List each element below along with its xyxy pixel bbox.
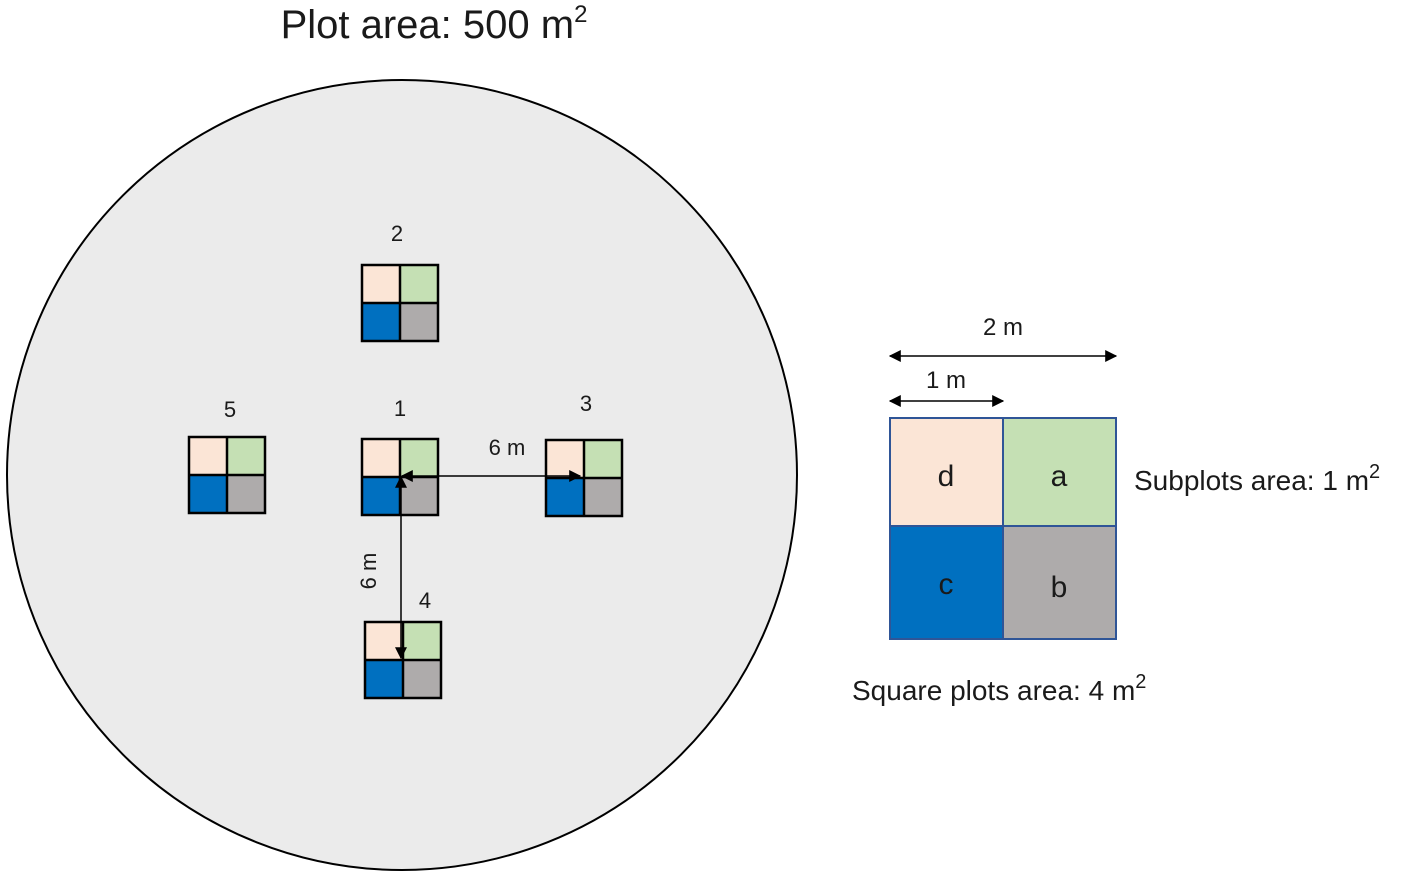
subplot-b bbox=[584, 478, 622, 516]
subplots-area-superscript: 2 bbox=[1369, 461, 1380, 483]
square-plots-area-caption: Square plots area: 4 m2 bbox=[852, 671, 1146, 706]
subplot-c bbox=[189, 475, 227, 513]
square-plots-area-text: Square plots area: 4 m bbox=[852, 675, 1135, 706]
subplot-b bbox=[403, 660, 441, 698]
square-plot-5 bbox=[187, 435, 267, 515]
title-text: Plot area: 500 m bbox=[281, 3, 575, 47]
subplot-b bbox=[400, 303, 438, 341]
square-plot-label-3: 3 bbox=[580, 391, 592, 416]
subplot-c bbox=[546, 478, 584, 516]
subplot-d bbox=[362, 439, 400, 477]
title-superscript: 2 bbox=[574, 1, 587, 28]
subplot-a bbox=[400, 265, 438, 303]
detail-label-b: b bbox=[1051, 571, 1068, 604]
detail-subplot-a bbox=[1003, 418, 1116, 526]
subplots-area-text: Subplots area: 1 m bbox=[1134, 465, 1369, 496]
square-plot-3 bbox=[544, 438, 624, 518]
subplots-area-caption: Subplots area: 1 m2 bbox=[1134, 461, 1380, 496]
subplot-a bbox=[400, 439, 438, 477]
width-1m-label: 1 m bbox=[926, 367, 966, 394]
subplot-a bbox=[584, 440, 622, 478]
square-plots-area-superscript: 2 bbox=[1135, 671, 1146, 693]
square-plot-label-2: 2 bbox=[391, 221, 403, 246]
subplot-c bbox=[362, 477, 400, 515]
detail-subplot-d bbox=[890, 418, 1003, 526]
square-plot-2 bbox=[360, 263, 440, 343]
square-plot-label-4: 4 bbox=[419, 588, 431, 613]
subplot-d bbox=[546, 440, 584, 478]
subplot-b bbox=[227, 475, 265, 513]
square-plot-1 bbox=[360, 437, 440, 517]
subplot-c bbox=[365, 660, 403, 698]
detail-label-c: c bbox=[939, 568, 954, 601]
subplot-b bbox=[400, 477, 438, 515]
diagram-title: Plot area: 500 m2 bbox=[281, 1, 588, 47]
width-2m-label: 2 m bbox=[983, 314, 1023, 341]
subplot-d bbox=[362, 265, 400, 303]
detail-subplot-c bbox=[890, 526, 1003, 639]
subplot-c bbox=[362, 303, 400, 341]
detail-label-a: a bbox=[1051, 460, 1068, 493]
subplot-d bbox=[189, 437, 227, 475]
subplot-d bbox=[365, 622, 403, 660]
square-plot-label-1: 1 bbox=[394, 396, 406, 421]
horizontal-distance-label: 6 m bbox=[489, 435, 526, 460]
detail-label-d: d bbox=[938, 460, 955, 493]
subplot-a bbox=[227, 437, 265, 475]
square-plot-label-5: 5 bbox=[224, 397, 236, 422]
vertical-distance-label: 6 m bbox=[356, 553, 381, 590]
detail-subplot-b bbox=[1003, 526, 1116, 639]
subplot-a bbox=[403, 622, 441, 660]
square-plot-4 bbox=[363, 620, 443, 700]
detail-square-plot bbox=[889, 417, 1117, 640]
